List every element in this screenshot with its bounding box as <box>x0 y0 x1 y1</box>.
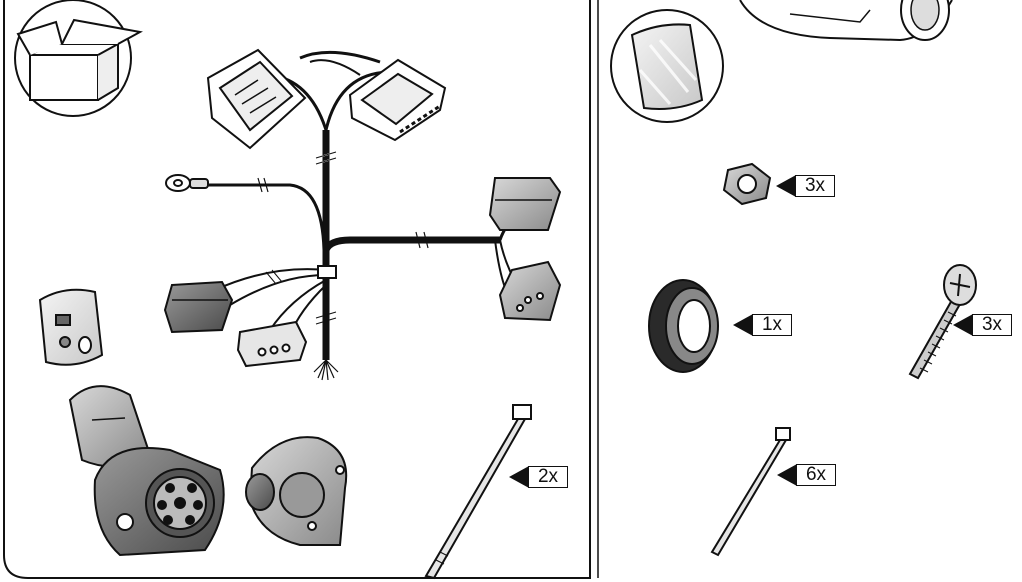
kit-frame <box>3 0 591 579</box>
grommet-icon <box>648 279 719 373</box>
ring-terminal <box>165 174 209 192</box>
box-icon <box>14 0 143 117</box>
trailer-socket-icon <box>68 385 225 557</box>
parts-bag-icon <box>38 288 104 366</box>
cable-tie-kit-icon <box>424 404 532 580</box>
connector-right-lower <box>498 260 562 322</box>
nut-icon <box>722 162 772 206</box>
connector-right-upper <box>488 177 562 231</box>
connector-lower-left <box>163 280 234 334</box>
connector-lower-middle <box>236 320 308 368</box>
screw-icon <box>908 264 977 380</box>
qty-label-screw: 3x <box>953 313 1012 336</box>
qty-label-grommet: 1x <box>733 313 792 336</box>
qty-label-nut: 3x <box>776 174 835 197</box>
cable-tie-vehicle-icon <box>710 427 791 557</box>
bag-icon <box>610 9 724 123</box>
gasket-icon <box>245 436 348 546</box>
connector-top-right <box>348 58 447 142</box>
connector-top-left <box>206 48 307 150</box>
qty-label-cable-tie-vehicle: 6x <box>777 463 836 486</box>
qty-label-cable-tie-kit: 2x <box>509 465 568 488</box>
harness-clip <box>317 265 337 279</box>
car-icon <box>739 0 953 42</box>
